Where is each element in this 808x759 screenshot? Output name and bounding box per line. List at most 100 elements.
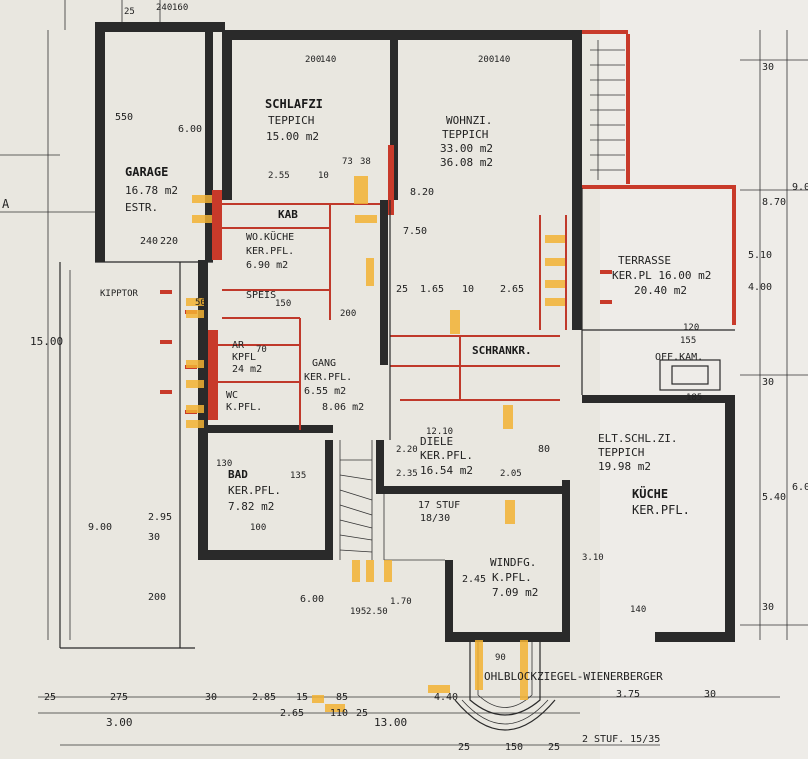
dim-left-15: 15.00: [30, 335, 63, 348]
speis-label: SPEIS: [246, 290, 276, 301]
dim-s-205: 2.05: [500, 469, 522, 479]
dim-s-200: 200: [340, 309, 356, 319]
dim-s-1210: 12.10: [426, 427, 453, 437]
wc-name: WC: [226, 390, 238, 401]
windfg-name: WINDFG.: [490, 556, 536, 569]
garage-walls: [59, 22, 225, 649]
wokueche-floor: KER.PFL.: [246, 246, 294, 257]
garage-area: 16.78 m2: [125, 184, 178, 197]
dim-s-170: 1.70: [390, 597, 412, 607]
stuf-label: 17 STUF: [418, 500, 460, 511]
ar-name: AR: [232, 340, 245, 351]
dim-garage-h: 550: [115, 112, 133, 123]
dim-b-25d: 25: [548, 742, 560, 753]
terrasse-area: KER.PL 16.00 m2: [612, 269, 711, 282]
dim-left-30: 30: [148, 532, 160, 543]
dim-left-295: 2.95: [148, 512, 172, 523]
dim-s-73: 73: [342, 157, 353, 167]
windfg-area: 7.09 m2: [492, 586, 538, 599]
dimension-labels: 25 240 160 200 140 200 140 550 6.00 30 9…: [2, 3, 808, 753]
ar-floor: KPFL: [232, 352, 256, 363]
eltschlzi-name: ELT.SCHL.ZI.: [598, 432, 677, 445]
dim-s-100: 100: [250, 523, 266, 533]
dim-left-900: 9.00: [88, 522, 112, 533]
wienerberger-note: OHLBLOCKZIEGEL-WIENERBERGER: [484, 670, 663, 683]
room-label-garage: GARAGE 16.78 m2 ESTR.: [125, 165, 178, 214]
dim-b-85: 85: [336, 692, 348, 703]
dim-b-440: 4.40: [434, 692, 458, 703]
dim-b-30: 30: [205, 692, 217, 703]
room-label-wokueche: WO.KÜCHE KER.PFL. 6.90 m2: [246, 230, 294, 271]
dim-wohn-a: 200: [478, 55, 494, 65]
dim-s-235: 2.35: [396, 469, 418, 479]
dim-left-200: 200: [148, 592, 166, 603]
dim-s-820: 8.20: [410, 187, 434, 198]
dim-s-130: 130: [216, 459, 232, 469]
gang-area-2: 8.06 m2: [322, 402, 364, 413]
gang-name: GANG: [312, 358, 336, 369]
dim-s-220b: 2.20: [396, 445, 418, 455]
dim-s-155: 155: [680, 336, 696, 346]
diele-name: DIELE: [420, 435, 453, 448]
dim-s-600: 6.00: [300, 594, 324, 605]
dim-r-top: 30: [762, 62, 774, 73]
fireplace: [659, 359, 721, 391]
dim-s-70: 70: [256, 345, 267, 355]
diele-floor: KER.PFL.: [420, 449, 473, 462]
dim-b-25b: 25: [356, 708, 368, 719]
room-label-wc: WC K.PFL.: [226, 390, 262, 413]
dim-s-120: 120: [683, 323, 699, 333]
red-walls: [208, 30, 736, 420]
dim-s-245: 2.45: [462, 574, 486, 585]
dim-s-195: 195: [350, 607, 366, 617]
dim-r-540: 5.40: [762, 492, 786, 503]
room-label-ar: AR KPFL 24 m2: [232, 340, 262, 375]
dim-b-15: 15: [296, 692, 308, 703]
dim-garage-d: 6.00: [178, 124, 202, 135]
kab-label: KAB: [278, 208, 298, 221]
wc-floor: K.PFL.: [226, 402, 262, 413]
dim-wohn-b: 140: [494, 55, 510, 65]
dim-b-300: 3.00: [106, 716, 133, 729]
bad-floor: KER.PFL.: [228, 484, 281, 497]
dim-top-b: 160: [172, 3, 188, 13]
room-label-bad: BAD KER.PFL. 7.82 m2: [228, 468, 281, 513]
room-label-terrasse: TERRASSE KER.PL 16.00 m2 20.40 m2: [612, 254, 711, 297]
dim-b-1300: 13.00: [374, 716, 407, 729]
dim-top-left: 25: [124, 7, 135, 17]
wokueche-name: WO.KÜCHE: [246, 230, 294, 243]
room-label-gang: GANG KER.PFL. 6.55 m2 8.06 m2: [304, 358, 364, 413]
room-label-windfg: WINDFG. K.PFL. 7.09 m2: [490, 556, 538, 599]
windfg-floor: K.PFL.: [492, 571, 532, 584]
garage-floor: ESTR.: [125, 201, 158, 214]
staircase: [339, 440, 445, 561]
dim-s-140: 140: [630, 605, 646, 615]
kipptor-label: KIPPTOR: [100, 289, 139, 299]
dim-s-80: 80: [538, 444, 550, 455]
gang-floor: KER.PFL.: [304, 372, 352, 383]
dim-s-50: 50: [195, 298, 206, 308]
wohnzi-area: 33.00 m2: [440, 142, 493, 155]
kueche-name: KÜCHE: [632, 486, 668, 501]
dim-r-mid: 9.00: [792, 182, 808, 193]
eltschlzi-area: 19.98 m2: [598, 460, 651, 473]
dim-b-25: 25: [44, 692, 56, 703]
dim-s-250: 2.50: [366, 607, 388, 617]
terrasse-name: TERRASSE: [618, 254, 671, 267]
room-label-diele: DIELE KER.PFL. 16.54 m2: [420, 435, 473, 477]
dim-r-510: 5.10: [748, 250, 772, 261]
entrance-steps: [454, 642, 556, 731]
dim-s-750: 7.50: [403, 226, 427, 237]
dim-b-375: 3.75: [616, 689, 640, 700]
room-label-schlafzi: SCHLAFZI TEPPICH 15.00 m2: [265, 97, 323, 143]
room-label-kueche: KÜCHE KER.PFL.: [632, 486, 690, 517]
schrankr-label: SCHRANKR.: [472, 344, 532, 357]
schlafzi-name: SCHLAFZI: [265, 97, 323, 111]
dim-s-165: 1.65: [420, 284, 444, 295]
dim-r-30c: 30: [762, 602, 774, 613]
dim-s-240: 240: [140, 236, 158, 247]
interior-partitions: [218, 188, 735, 440]
wokueche-area: 6.90 m2: [246, 260, 288, 271]
dim-s-310: 3.10: [582, 553, 604, 563]
